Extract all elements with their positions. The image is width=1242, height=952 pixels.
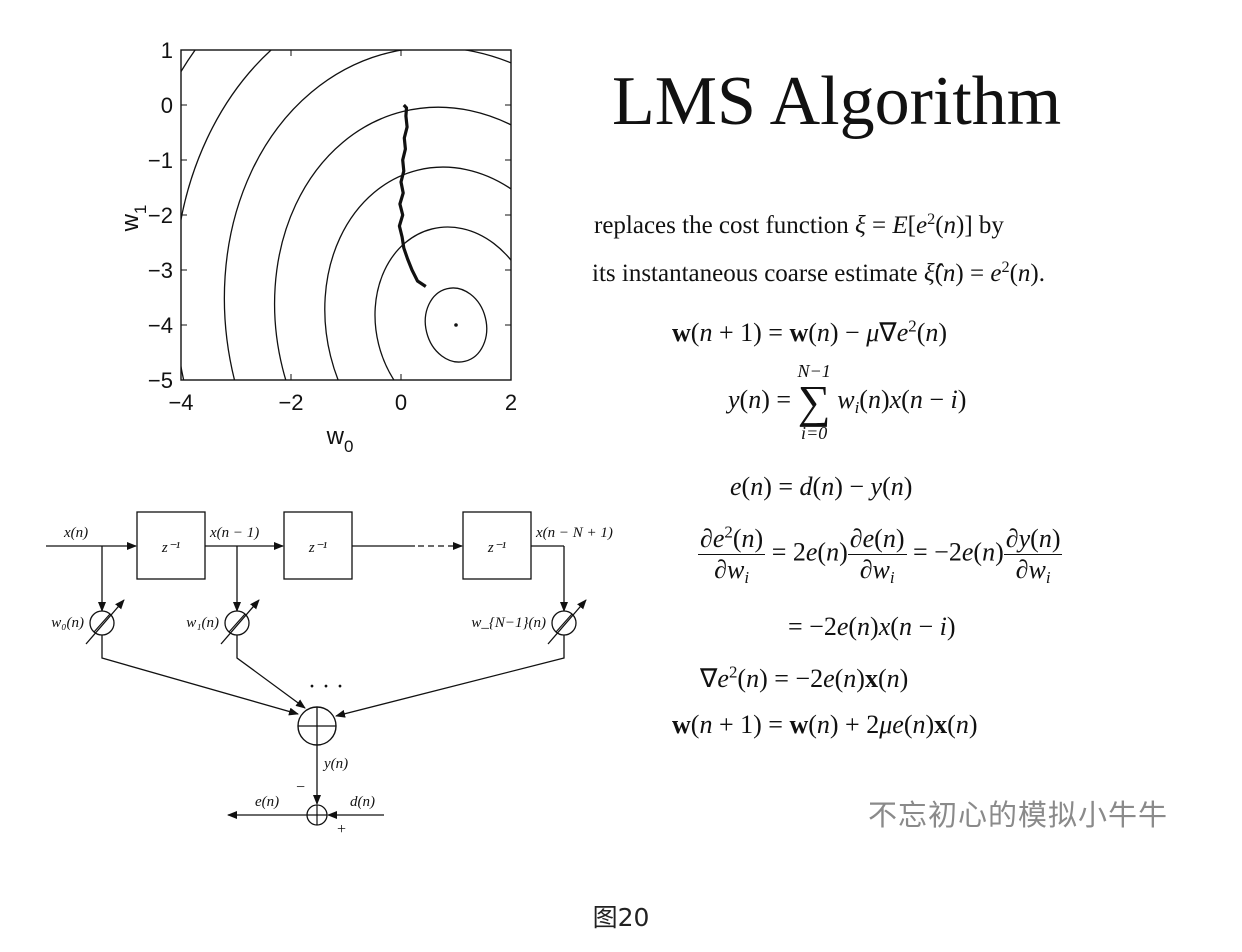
description-line-2: its instantaneous coarse estimate ξ̂(n) … — [592, 258, 1045, 287]
contour-level-5 — [223, 50, 511, 380]
figure-caption: 图20 — [592, 903, 650, 932]
weighted-path-1 — [101, 635, 299, 716]
page-title: LMS Algorithm — [612, 63, 1062, 140]
lms-trajectory — [397, 103, 427, 288]
y-tick-label: −4 — [148, 313, 173, 338]
delay-label: z⁻¹ — [308, 540, 328, 556]
delay-label: z⁻¹ — [487, 540, 507, 556]
y-tick-label: 0 — [161, 93, 173, 118]
equation-filter-output: y(n) = N−1∑i=0 wi(n)x(n − i) — [728, 361, 967, 443]
x-tick-label: −4 — [168, 390, 193, 415]
adaptive-filter-diagram: x(n) z⁻¹ z⁻¹ z⁻¹ x(n − 1) x(n − N + 1) w₀(n) w₁… — [46, 511, 613, 838]
equation-weight-update-final: w(n + 1) = w(n) + 2μe(n)x(n) — [672, 710, 978, 739]
weight-label-1: w₀(n) — [51, 615, 84, 631]
y-tick-label: 1 — [161, 38, 173, 63]
error-label: e(n) — [255, 794, 279, 810]
minus-sign: − — [296, 779, 305, 796]
equation-partial-result: = −2e(n)x(n − i) — [788, 612, 956, 641]
equation-partial-derivative: ∂e2(n)∂wi = 2e(n)∂e(n)∂wi = −2e(n)∂y(n)∂… — [698, 522, 1063, 588]
tap-label-2: x(n − N + 1) — [535, 525, 613, 541]
plus-sign: + — [337, 821, 346, 838]
equation-weight-update-gradient: w(n + 1) = w(n) − μ∇e2(n) — [672, 316, 948, 347]
multiplier-slash — [555, 613, 573, 633]
contour-lines — [181, 50, 511, 380]
contour-level-1 — [424, 287, 488, 363]
y-tick-label: −5 — [148, 368, 173, 393]
x-axis-label: w0 — [326, 423, 354, 456]
equation-error: e(n) = d(n) − y(n) — [730, 472, 913, 501]
minimum-point — [454, 323, 458, 327]
watermark-label: 不忘初心的模拟小牛牛 — [868, 798, 1169, 832]
output-label: y(n) — [322, 756, 348, 772]
multiplier-slash — [228, 613, 246, 633]
adaptive-arrow-1 — [85, 599, 125, 645]
x-tick-label: 2 — [505, 390, 517, 415]
multiplier-slash — [93, 613, 111, 633]
contour-level-2 — [374, 226, 511, 380]
contour-level-3 — [324, 166, 511, 380]
y-tick-label: −2 — [148, 203, 173, 228]
delay-block-3 — [462, 511, 532, 580]
x-tick-label: 0 — [395, 390, 407, 415]
y-tick-label: −3 — [148, 258, 173, 283]
x-tick-label: −2 — [278, 390, 303, 415]
delay-block-2 — [283, 511, 353, 580]
weighted-path-2 — [236, 635, 306, 709]
weight-label-2: w₁(n) — [186, 615, 219, 631]
adaptive-arrow-2 — [220, 599, 260, 645]
y-axis-label: w1 — [117, 205, 150, 233]
description-line-1: replaces the cost function ξ = E[e2(n)] … — [594, 210, 1004, 239]
delay-label: z⁻¹ — [161, 540, 181, 556]
contour-level-4 — [273, 106, 511, 380]
weight-label-3: w_{N−1}(n) — [471, 615, 546, 631]
plot-frame — [180, 49, 512, 381]
desired-label: d(n) — [350, 794, 375, 810]
ellipsis: · · · — [308, 674, 344, 700]
input-label: x(n) — [63, 525, 88, 541]
y-tick-label: −1 — [148, 148, 173, 173]
equation-gradient: ∇e2(n) = −2e(n)x(n) — [700, 662, 909, 693]
weighted-path-3 — [335, 635, 565, 718]
watermark-text: 不忘初心的模拟小牛牛 — [824, 792, 1168, 834]
adaptive-arrow-3 — [547, 599, 587, 645]
tap-label-1: x(n − 1) — [209, 525, 259, 541]
